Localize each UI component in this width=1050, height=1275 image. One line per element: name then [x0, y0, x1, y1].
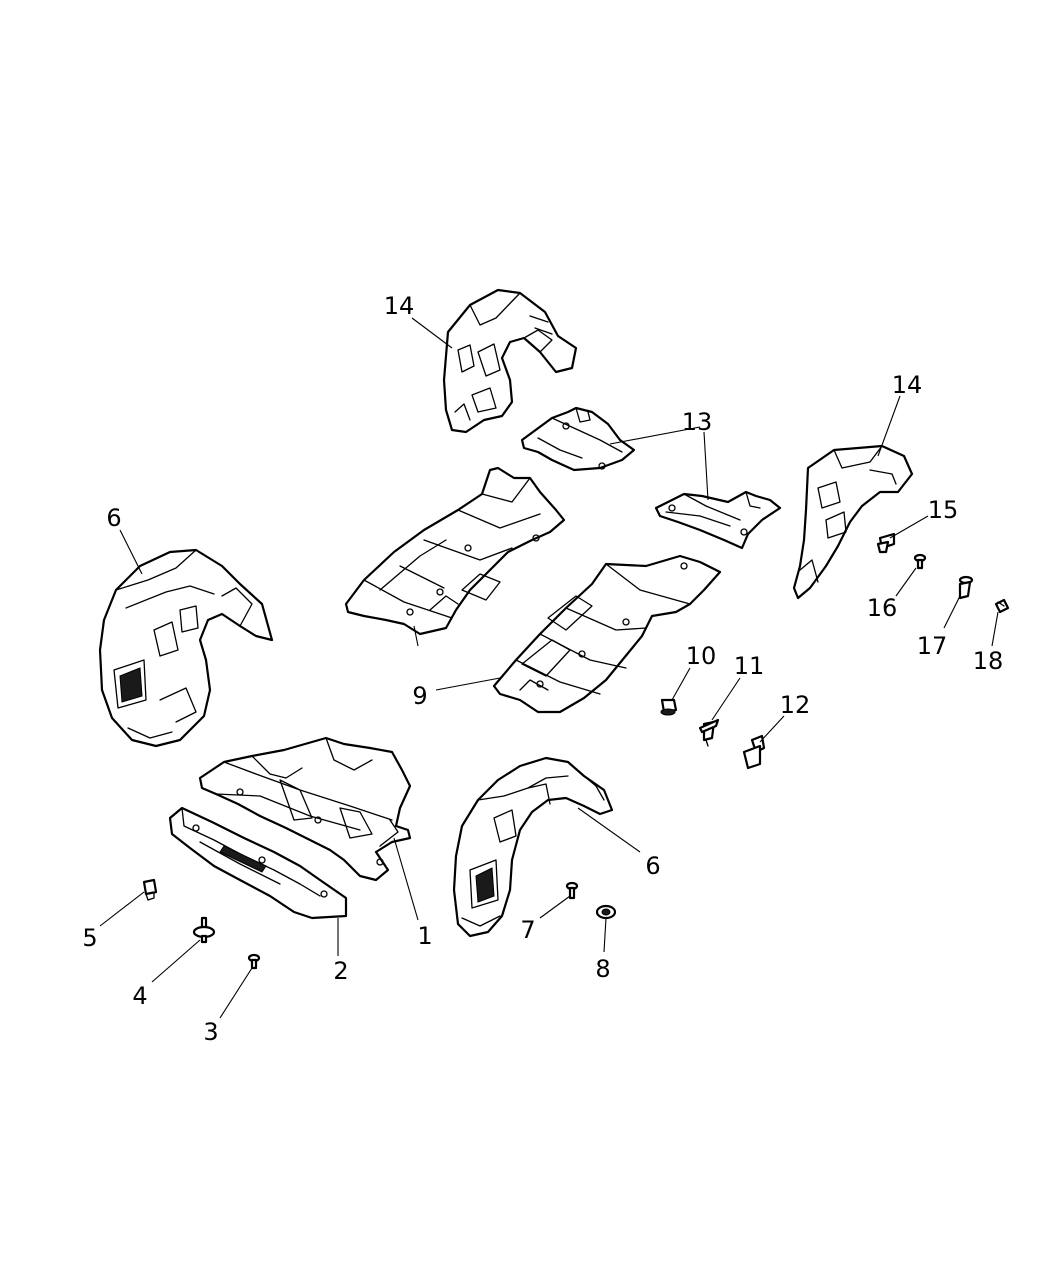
leader-lines: [99, 317, 999, 1019]
callout-1: 1: [417, 922, 432, 950]
leader-9b: [435, 677, 501, 691]
callout-6-left: 6: [106, 504, 121, 532]
leader-5: [99, 891, 145, 927]
fastener-8: [595, 904, 617, 920]
callout-14-top: 14: [384, 292, 415, 320]
leader-17: [943, 595, 961, 629]
leader-14b: [877, 395, 901, 457]
part-1-engine-shield: [198, 736, 412, 882]
callout-8: 8: [595, 955, 610, 983]
callout-15: 15: [928, 496, 959, 524]
callout-13: 13: [682, 408, 713, 436]
callout-18: 18: [973, 647, 1004, 675]
part-9-floor-shield-upper: [344, 466, 566, 636]
leader-4: [151, 939, 201, 983]
leader-8: [603, 917, 607, 953]
part-2-skid-plate: [168, 806, 348, 920]
callout-3: 3: [203, 1018, 218, 1046]
fastener-16: [913, 553, 927, 570]
fastener-12: [742, 734, 766, 770]
part-14-wheelhouse-liner-top: [442, 288, 578, 434]
callout-14-right: 14: [892, 371, 923, 399]
part-13-shield-right: [654, 490, 782, 550]
leader-13b: [703, 431, 709, 501]
leader-13a: [609, 426, 701, 445]
part-13-shield-left: [520, 406, 636, 472]
callout-4: 4: [132, 982, 147, 1010]
leader-11: [711, 677, 741, 721]
callout-2: 2: [333, 957, 348, 985]
callout-10: 10: [686, 642, 717, 670]
leader-1: [393, 837, 419, 921]
callout-6-right: 6: [645, 852, 660, 880]
leader-6a: [119, 529, 143, 575]
fastener-17: [958, 575, 974, 600]
leader-10: [671, 667, 691, 701]
fastener-11: [698, 718, 720, 747]
leader-16: [895, 567, 917, 597]
leader-15: [889, 515, 929, 539]
leader-9a: [413, 625, 419, 647]
fastener-4: [192, 916, 216, 944]
callout-16: 16: [867, 594, 898, 622]
callout-labels: 14 13 14 6 15 16 17 18 9 10 11 12 6 1 5 …: [82, 292, 1003, 1046]
leader-6b: [577, 807, 641, 853]
fastener-3: [247, 953, 261, 970]
callout-9: 9: [412, 682, 427, 710]
fastener-7: [565, 881, 579, 900]
callout-7: 7: [520, 916, 535, 944]
part-9-floor-shield-lower: [492, 554, 722, 714]
part-6-fender-liner-left: [98, 548, 274, 748]
fastener-18: [994, 598, 1010, 614]
part-14-wheelhouse-liner-right: [792, 444, 914, 600]
callout-5: 5: [82, 924, 97, 952]
part-6-fender-liner-right: [452, 756, 614, 938]
callout-17: 17: [917, 632, 948, 660]
leader-7: [539, 895, 571, 919]
leader-12: [759, 715, 785, 743]
leader-14a: [411, 317, 453, 349]
leader-3: [219, 967, 253, 1019]
fastener-5: [142, 878, 158, 901]
callout-11: 11: [734, 652, 765, 680]
leader-18: [991, 611, 999, 647]
fastener-10: [660, 698, 678, 716]
callout-12: 12: [780, 691, 811, 719]
